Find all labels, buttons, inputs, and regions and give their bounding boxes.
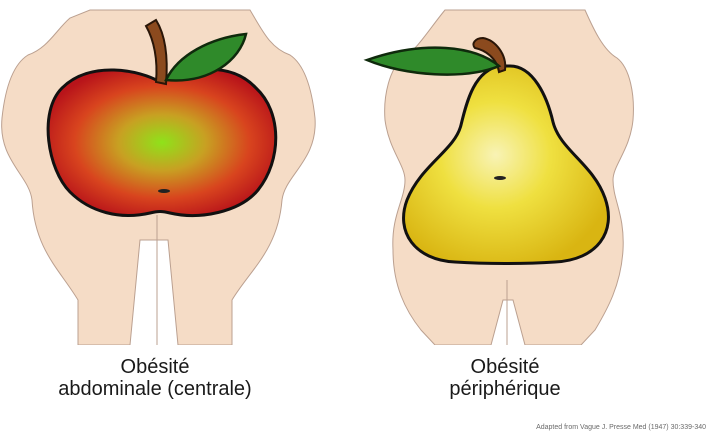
caption-apple-line1: Obésité (0, 356, 310, 378)
caption-abdominal-obesity: Obésité abdominale (centrale) (0, 356, 310, 400)
pear-body-figure (355, 0, 685, 345)
source-credit: Adapted from Vague J. Presse Med (1947) … (536, 424, 706, 431)
caption-peripheral-obesity: Obésité périphérique (380, 356, 630, 400)
apple-body-figure (0, 0, 330, 345)
apple-navel (158, 189, 170, 193)
pear-navel (494, 176, 506, 180)
caption-pear-line1: Obésité (380, 356, 630, 378)
apple-body-illustration (0, 0, 330, 345)
pear-body-illustration (355, 0, 685, 345)
caption-apple-line2: abdominale (centrale) (0, 378, 310, 400)
caption-pear-line2: périphérique (380, 378, 630, 400)
apple-icon (48, 69, 276, 215)
